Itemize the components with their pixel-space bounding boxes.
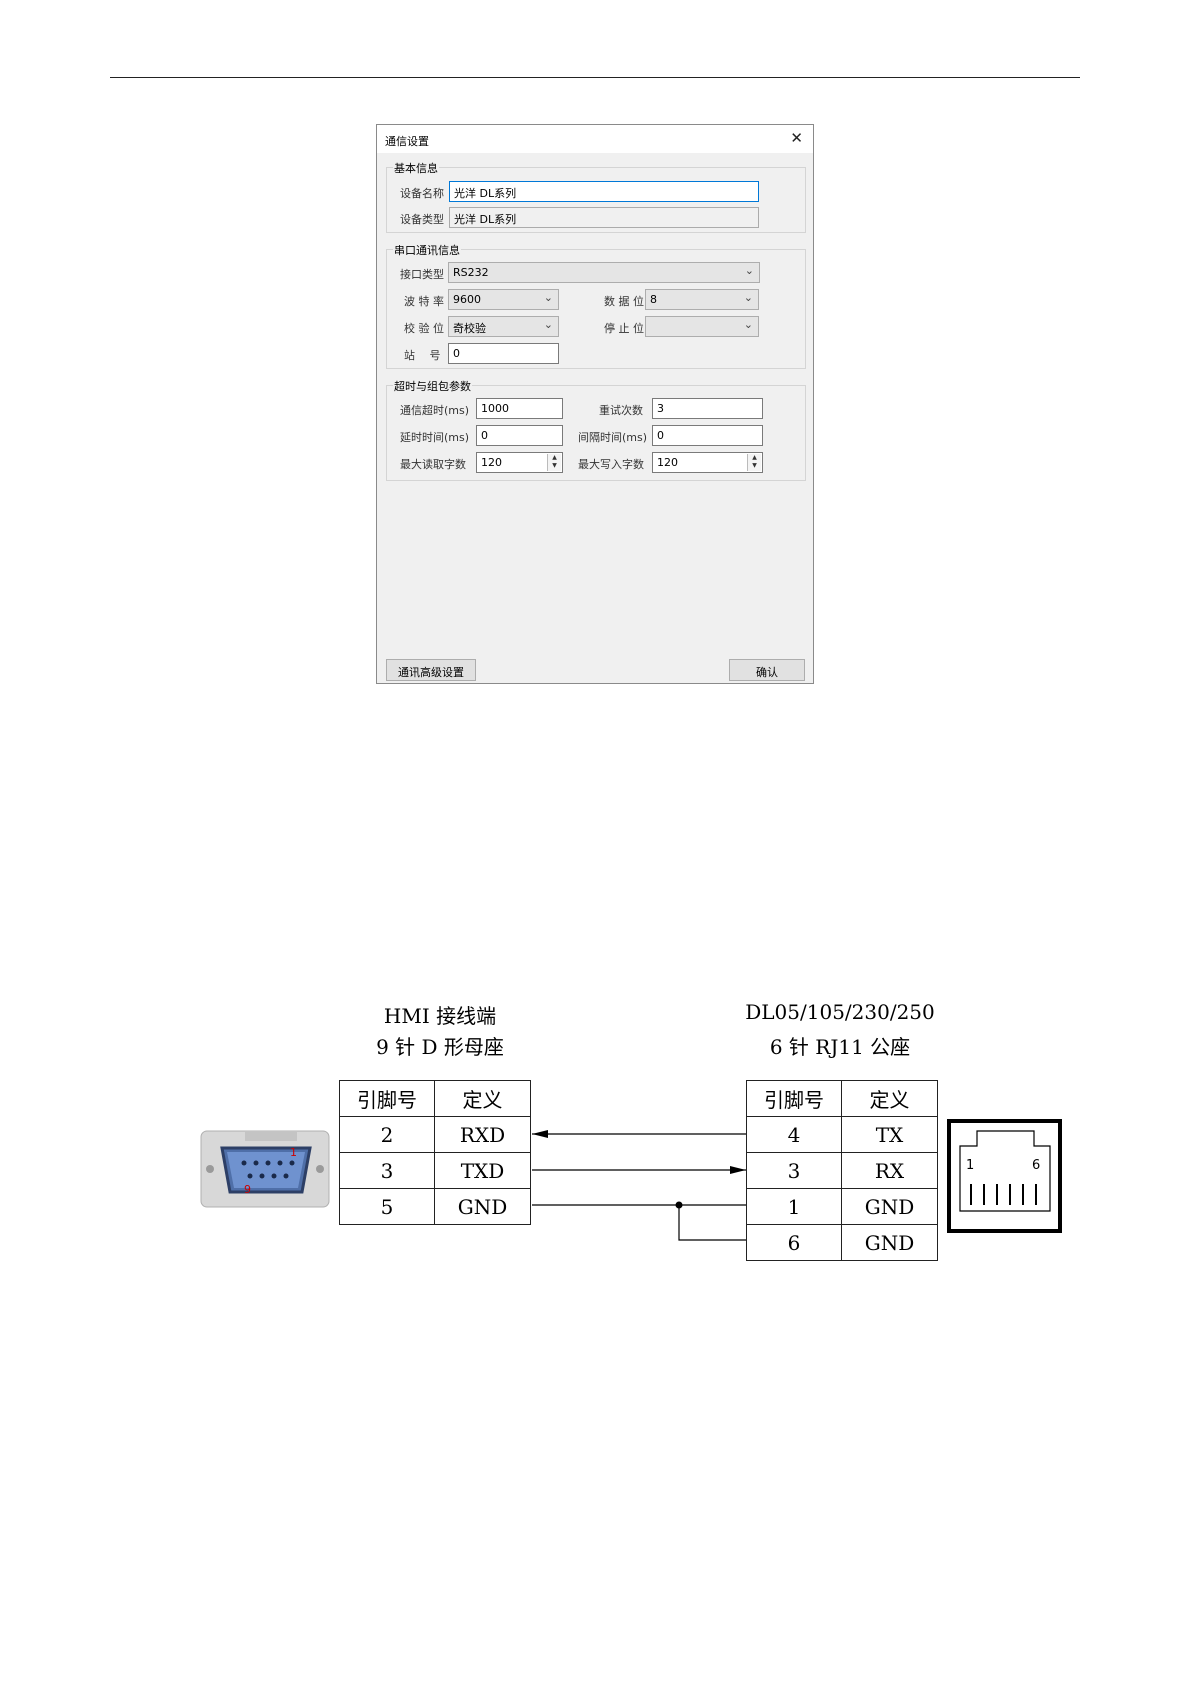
interface-type-value: RS232 [453, 266, 489, 279]
comm-timeout-input[interactable]: 1000 [476, 398, 563, 419]
chevron-down-icon: ⌄ [744, 264, 754, 277]
max-write-value: 120 [657, 456, 678, 469]
pin-cell: 6 [746, 1224, 842, 1261]
header-pin: 引脚号 [339, 1080, 435, 1117]
serial-info-legend: 串口通讯信息 [393, 242, 461, 258]
pin-cell: 2 [339, 1116, 435, 1153]
delay-label: 延时时间(ms) [400, 431, 470, 444]
retry-input[interactable]: 3 [652, 398, 763, 419]
dialog-titlebar: 通信设置 ✕ [377, 125, 813, 153]
spin-arrows-icon[interactable]: ▲▼ [547, 454, 561, 471]
gnd-branch-wire [678, 1205, 746, 1241]
ok-button[interactable]: 确认 [729, 659, 805, 681]
station-input[interactable]: 0 [448, 343, 559, 364]
plc-pin-table: 引脚号 定义 4 TX 3 RX 1 GND 6 GND [746, 1080, 938, 1261]
max-read-stepper[interactable]: 120 ▲▼ [476, 452, 563, 473]
parity-label: 校 验 位 [404, 322, 444, 335]
max-write-label: 最大写入字数 [578, 458, 644, 471]
interval-input[interactable]: 0 [652, 425, 763, 446]
parity-value: 奇校验 [453, 322, 486, 335]
table-row: 4 TX [746, 1116, 938, 1153]
arrow-right-icon [730, 1166, 746, 1174]
max-read-label: 最大读取字数 [400, 458, 466, 471]
interval-label: 间隔时间(ms) [578, 431, 648, 444]
comm-timeout-label: 通信超时(ms) [400, 404, 470, 417]
baud-rate-label: 波 特 率 [404, 295, 444, 308]
signal-cell: GND [434, 1188, 531, 1225]
table-row: 3 TXD [339, 1152, 531, 1189]
table-row: 3 RX [746, 1152, 938, 1189]
rj11-pin6-label: 6 [1032, 1158, 1040, 1173]
table-header-row: 引脚号 定义 [746, 1080, 938, 1117]
parity-select[interactable]: 奇校验 ⌄ [448, 316, 559, 337]
device-name-input[interactable]: 光洋 DL系列 [449, 181, 759, 202]
table-row: 5 GND [339, 1188, 531, 1225]
dialog-title: 通信设置 [385, 135, 429, 148]
hmi-caption-line2: 9 针 D 形母座 [376, 1035, 504, 1059]
hmi-pin-table: 引脚号 定义 2 RXD 3 TXD 5 GND [339, 1080, 531, 1225]
header-definition: 定义 [841, 1080, 938, 1117]
signal-cell: RXD [434, 1116, 531, 1153]
chevron-down-icon: ⌄ [543, 291, 553, 304]
advanced-settings-button[interactable]: 通讯高级设置 [386, 659, 476, 681]
close-icon[interactable]: ✕ [790, 129, 803, 147]
plc-caption-line1: DL05/105/230/250 [745, 1000, 935, 1024]
data-bits-select[interactable]: 8 ⌄ [645, 289, 759, 310]
header-rule [110, 77, 1080, 78]
db9-pin1-label: 1 [290, 1146, 297, 1159]
delay-input[interactable]: 0 [476, 425, 563, 446]
timeout-legend: 超时与组包参数 [393, 378, 472, 394]
spin-arrows-icon[interactable]: ▲▼ [747, 454, 761, 471]
table-row: 2 RXD [339, 1116, 531, 1153]
table-header-row: 引脚号 定义 [339, 1080, 531, 1117]
arrow-left-icon [532, 1130, 548, 1138]
db9-connector-icon: 1 9 [200, 1130, 330, 1208]
device-name-label: 设备名称 [400, 187, 444, 200]
interface-type-label: 接口类型 [400, 268, 444, 281]
table-row: 6 GND [746, 1224, 938, 1261]
rj11-pin1-label: 1 [966, 1158, 974, 1173]
plc-caption-line2: 6 针 RJ11 公座 [769, 1035, 911, 1059]
device-type-label: 设备类型 [400, 213, 444, 226]
max-read-value: 120 [481, 456, 502, 469]
max-write-stepper[interactable]: 120 ▲▼ [652, 452, 763, 473]
hmi-caption-line1: HMI 接线端 [383, 1004, 497, 1028]
interface-type-select[interactable]: RS232 ⌄ [448, 262, 760, 283]
baud-rate-select[interactable]: 9600 ⌄ [448, 289, 559, 310]
header-pin: 引脚号 [746, 1080, 842, 1117]
pin-cell: 4 [746, 1116, 842, 1153]
stop-bits-select[interactable]: ⌄ [645, 316, 759, 337]
pin-cell: 1 [746, 1188, 842, 1225]
basic-info-legend: 基本信息 [393, 160, 439, 176]
chevron-down-icon: ⌄ [543, 318, 553, 331]
signal-cell: GND [841, 1224, 938, 1261]
serial-info-group: 串口通讯信息 接口类型 RS232 ⌄ 波 特 率 9600 ⌄ 数 据 位 8… [386, 242, 806, 369]
stop-bits-label: 停 止 位 [604, 322, 644, 335]
chevron-down-icon: ⌄ [743, 318, 753, 331]
device-type-field: 光洋 DL系列 [449, 207, 759, 228]
station-label: 站 号 [404, 349, 441, 362]
table-row: 1 GND [746, 1188, 938, 1225]
timeout-group: 超时与组包参数 通信超时(ms) 1000 重试次数 3 延时时间(ms) 0 … [386, 378, 806, 481]
signal-cell: TX [841, 1116, 938, 1153]
signal-cell: GND [841, 1188, 938, 1225]
rj11-connector-icon: 1 6 [947, 1119, 1062, 1233]
chevron-down-icon: ⌄ [743, 291, 753, 304]
db9-pin9-label: 9 [244, 1183, 251, 1196]
data-bits-value: 8 [650, 293, 657, 306]
data-bits-label: 数 据 位 [604, 295, 644, 308]
basic-info-group: 基本信息 设备名称 光洋 DL系列 设备类型 光洋 DL系列 [386, 160, 806, 233]
comm-settings-dialog: 通信设置 ✕ 基本信息 设备名称 光洋 DL系列 设备类型 光洋 DL系列 串口… [376, 124, 814, 684]
baud-rate-value: 9600 [453, 293, 481, 306]
retry-label: 重试次数 [599, 404, 643, 417]
